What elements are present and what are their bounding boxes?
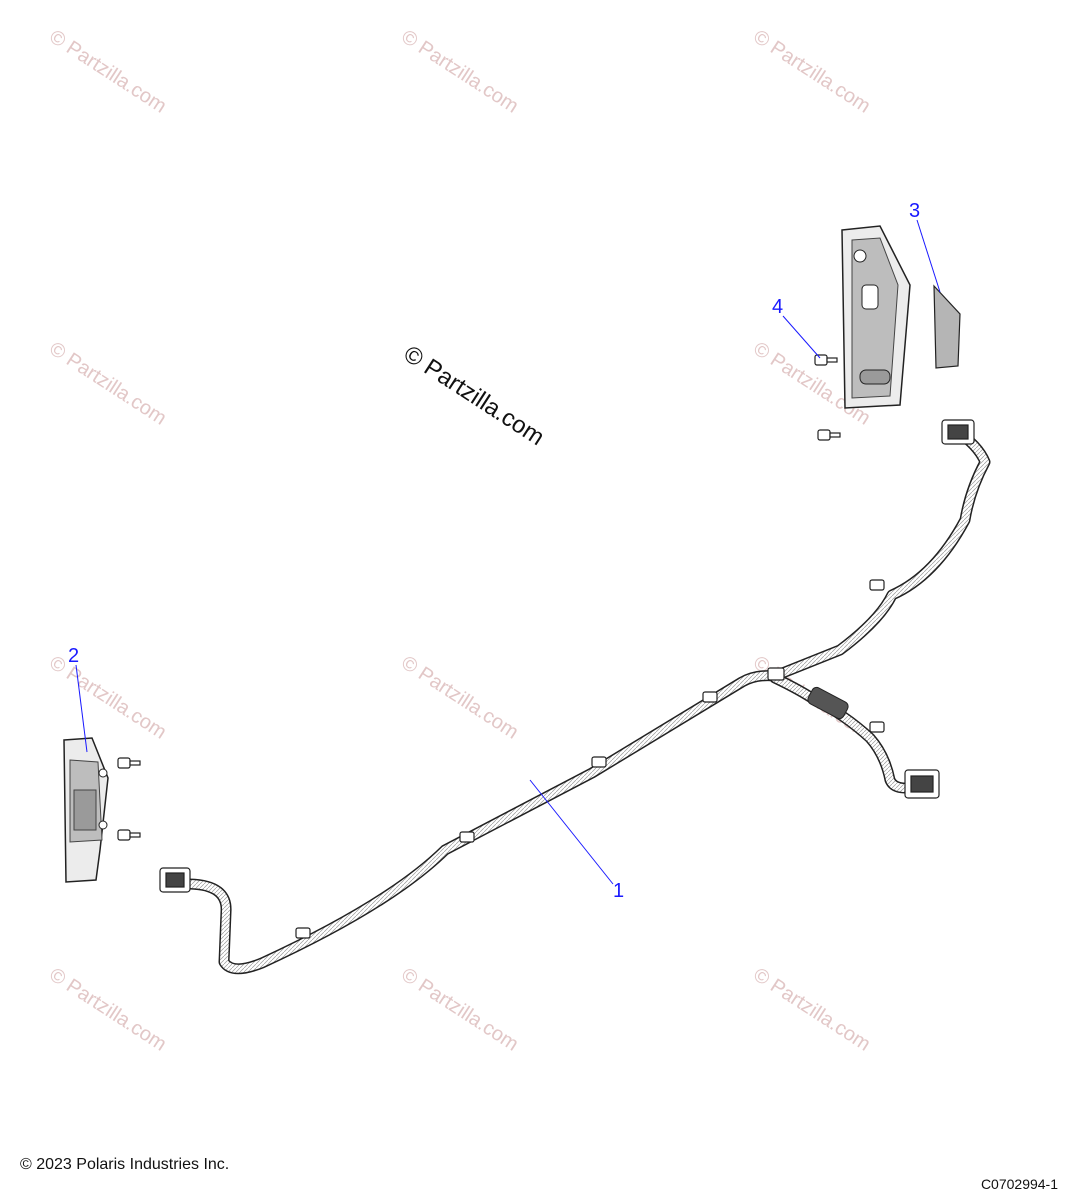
- mounting-screws-right: [814, 354, 841, 441]
- callout-part-1: 1: [613, 880, 624, 902]
- watermark: © Partzilla.com: [45, 652, 170, 744]
- watermark: © Partzilla.com: [397, 652, 522, 744]
- center-watermark: © Partzilla.com: [399, 340, 549, 451]
- copyright-notice: © 2023 Polaris Industries Inc.: [20, 1156, 230, 1173]
- watermark-group: © Partzilla.com © Partzilla.com © Partzi…: [45, 26, 874, 1056]
- reflector-lens: [933, 284, 961, 369]
- left-side-marker-light: [63, 737, 109, 883]
- callout-part-2: 2: [68, 645, 79, 667]
- mounting-screws-left: [117, 757, 141, 841]
- watermark: © Partzilla.com: [749, 26, 874, 118]
- figure-code: C0702994-1: [980, 1176, 1058, 1192]
- watermark: © Partzilla.com: [45, 964, 170, 1056]
- watermark: © Partzilla.com: [397, 26, 522, 118]
- watermark: © Partzilla.com: [749, 964, 874, 1056]
- watermark: © Partzilla.com: [397, 964, 522, 1056]
- right-side-marker-light: [841, 225, 911, 409]
- watermark: © Partzilla.com: [45, 26, 170, 118]
- leader-lines: [75, 219, 941, 885]
- callout-part-4: 4: [772, 296, 783, 318]
- callout-part-3: 3: [909, 200, 920, 222]
- watermark: © Partzilla.com: [45, 338, 170, 430]
- wiring-harness: [159, 419, 991, 975]
